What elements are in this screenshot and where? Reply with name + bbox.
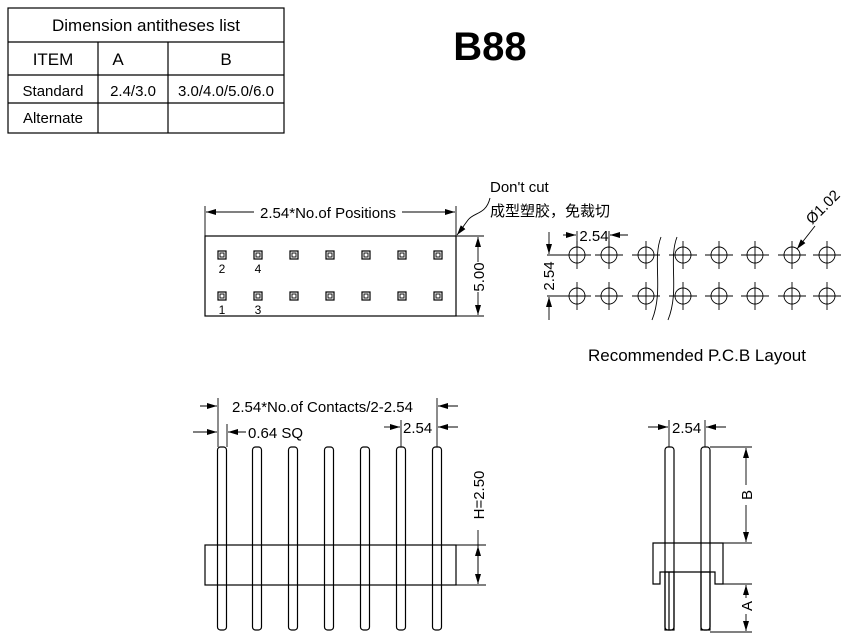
pin-square-inner (435, 252, 441, 258)
table-cell-item: Alternate (23, 110, 83, 127)
table-header-b: B (220, 50, 231, 69)
pcb-hole (705, 282, 733, 310)
pcb-hole (741, 241, 769, 269)
dimension-table: Dimension antitheses list ITEM A B Stand… (7, 7, 285, 134)
pin-square (253, 250, 263, 260)
housing-outline (204, 235, 457, 317)
side-pin (700, 446, 711, 631)
dim-a: A (739, 601, 756, 611)
pin-squares (217, 250, 443, 301)
pin-square-inner (219, 252, 225, 258)
header-body (204, 544, 457, 586)
table-header-a: A (112, 50, 124, 69)
pin-square (397, 291, 407, 301)
header-pin (395, 446, 407, 631)
pcb-pitch-y: 2.54 (541, 261, 558, 290)
pcb-hole (778, 282, 806, 310)
dont-cut-leader (456, 197, 491, 236)
table-header-item: ITEM (33, 50, 74, 69)
pcb-hole (705, 241, 733, 269)
pin-square (325, 291, 335, 301)
side-pitch-dim: 2.54 (672, 420, 701, 437)
pcb-hole (813, 241, 841, 269)
pcb-hole (778, 241, 806, 269)
pin-size-dim: 0.64 SQ (248, 425, 303, 442)
pcb-holes (563, 241, 841, 310)
pin-square (361, 291, 371, 301)
contacts-span-dim: 2.54*No.of Contacts/2-2.54 (232, 399, 413, 416)
header-pin (359, 446, 371, 631)
pcb-hole (813, 282, 841, 310)
header-pins (216, 446, 443, 631)
table-title: Dimension antitheses list (52, 16, 240, 35)
pin-square (217, 250, 227, 260)
body-height-dim: H=2.50 (471, 471, 488, 520)
pin-label: 4 (255, 262, 262, 276)
pin-square-inner (291, 293, 297, 299)
header-pin (251, 446, 263, 631)
pin-square (217, 291, 227, 301)
top-view: 2.54*No.of Positions 5.00 Don't cut 成型塑胶… (204, 179, 610, 317)
front-view: 2.54*No.of Contacts/2-2.54 0.64 SQ 2.54 … (193, 398, 488, 631)
pin-square-inner (435, 293, 441, 299)
header-pin (431, 446, 443, 631)
pin-label: 3 (255, 303, 262, 317)
pin-label: 2 (219, 262, 226, 276)
pin-square (433, 250, 443, 260)
part-number-title: B88 (453, 25, 526, 69)
break-line (651, 236, 662, 321)
header-pin (323, 446, 335, 631)
pin-square (289, 250, 299, 260)
pin-square-inner (363, 293, 369, 299)
header-pin (287, 446, 299, 631)
pin-square (397, 250, 407, 260)
table-cell-b: 3.0/4.0/5.0/6.0 (178, 83, 274, 100)
break-line (667, 236, 678, 321)
pin-square-inner (399, 293, 405, 299)
pin-square-inner (255, 252, 261, 258)
pitch-dim: 2.54 (403, 420, 432, 437)
pin-square (253, 291, 263, 301)
dim-b: B (739, 490, 756, 500)
pin-square-inner (255, 293, 261, 299)
pin-square-inner (219, 293, 225, 299)
pcb-hole (741, 282, 769, 310)
pin-square-inner (327, 293, 333, 299)
pcb-hole (632, 241, 660, 269)
side-view: 2.54 B A (648, 420, 756, 633)
pin-square (325, 250, 335, 260)
pcb-pitch-x: 2.54 (579, 228, 608, 245)
pin-label: 1 (219, 303, 226, 317)
dont-cut-note-cn: 成型塑胶，免裁切 (490, 203, 610, 220)
pin-square-inner (291, 252, 297, 258)
dont-cut-note: Don't cut (490, 179, 550, 196)
side-body (652, 542, 724, 585)
header-pin (216, 446, 228, 631)
pin-square-inner (327, 252, 333, 258)
height-dim: 5.00 (471, 262, 488, 291)
pin-square (433, 291, 443, 301)
table-cell-item: Standard (23, 83, 84, 100)
pcb-caption: Recommended P.C.B Layout (588, 346, 806, 365)
pin-square (361, 250, 371, 260)
hole-diameter: Ø1.02 (803, 187, 844, 228)
positions-width-dim: 2.54*No.of Positions (260, 205, 396, 222)
pin-square-inner (363, 252, 369, 258)
pin-square-inner (399, 252, 405, 258)
pin-square (289, 291, 299, 301)
table-cell-a: 2.4/3.0 (110, 83, 156, 100)
pcb-hole (595, 282, 623, 310)
pcb-hole (632, 282, 660, 310)
